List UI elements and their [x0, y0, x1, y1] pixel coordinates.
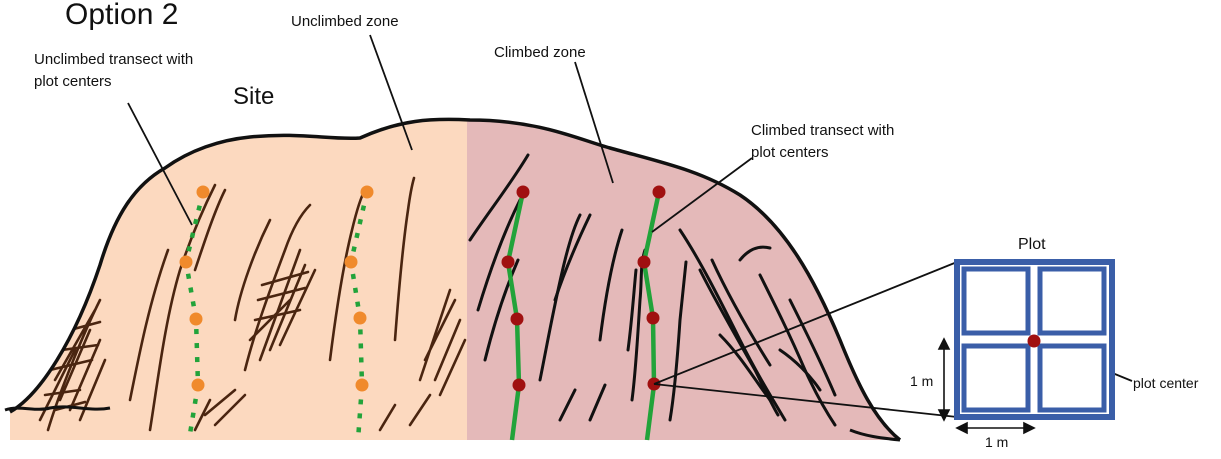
- dark-red-dot-icon: [513, 379, 526, 392]
- orange-dot-icon: [180, 256, 193, 269]
- diagram-title: Option 2: [65, 0, 178, 31]
- climbed-transect-label-line2: plot centers: [751, 144, 829, 161]
- unclimbed-transect-label-line1: Unclimbed transect with: [34, 51, 193, 68]
- plot-label: Plot: [1018, 236, 1046, 253]
- plot-center-dot-icon: [1028, 335, 1041, 348]
- unclimbed-zone-label: Unclimbed zone: [291, 13, 399, 30]
- climbed-transect-label-line1: Climbed transect with: [751, 122, 894, 139]
- site-label: Site: [233, 83, 274, 110]
- vertical-dimension-label: 1 m: [910, 373, 933, 389]
- orange-dot-icon: [190, 313, 203, 326]
- orange-dot-icon: [345, 256, 358, 269]
- climbed-zone-label: Climbed zone: [494, 44, 586, 61]
- orange-dot-icon: [361, 186, 374, 199]
- dark-red-dot-icon: [653, 186, 666, 199]
- plot-center-label: plot center: [1133, 375, 1199, 391]
- orange-dot-icon: [197, 186, 210, 199]
- horizontal-dimension-label: 1 m: [985, 434, 1008, 450]
- arrow-head-right-icon: [1024, 423, 1034, 433]
- climbed-zone-fill: [467, 100, 927, 459]
- quadrat-grid-icon: [957, 262, 1112, 417]
- dark-red-dot-icon: [638, 256, 651, 269]
- dark-red-dot-icon: [511, 313, 524, 326]
- orange-dot-icon: [354, 312, 367, 325]
- dark-red-dot-icon: [647, 312, 660, 325]
- orange-dot-icon: [192, 379, 205, 392]
- orange-dot-icon: [356, 379, 369, 392]
- arrow-head-up-icon: [939, 339, 949, 349]
- dark-red-dot-icon: [517, 186, 530, 199]
- dark-red-dot-icon: [502, 256, 515, 269]
- unclimbed-transect-label-line2: plot centers: [34, 73, 112, 90]
- arrow-head-left-icon: [957, 423, 967, 433]
